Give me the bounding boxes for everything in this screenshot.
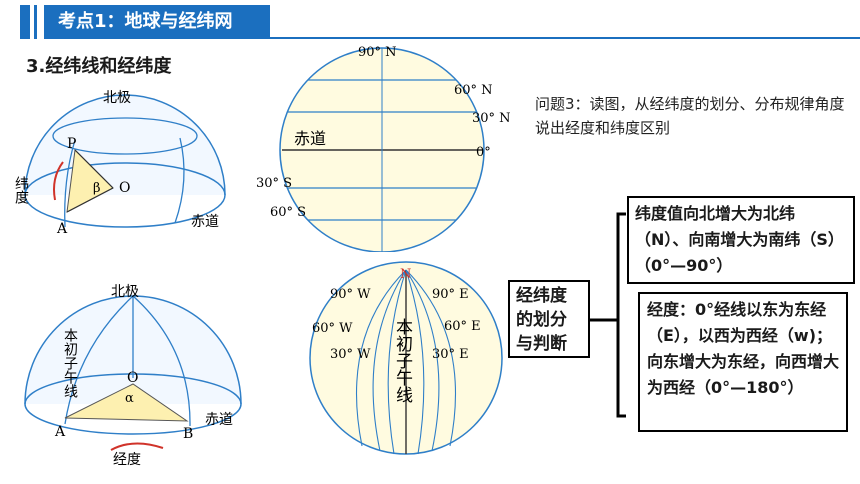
lon-90w-label: 90° W	[330, 287, 371, 302]
section-heading: 3.经纬线和经纬度	[26, 56, 172, 77]
latitude-label: 纬度	[15, 176, 29, 204]
page-title: 考点1：地球与经纬网	[44, 5, 270, 39]
title-bar: 考点1：地球与经纬网	[0, 5, 860, 39]
latitude-globe-figure: 90° N 60° N 30° N 0° 赤道 30° S 60° S	[256, 45, 510, 252]
longitude-globe-figure: N 90° W 60° W 30° W 90° E 60° E 30° E 本初…	[309, 261, 503, 455]
lon-equator-label: 赤道	[205, 412, 233, 428]
lat-30s-label: 30° S	[256, 176, 292, 191]
lon-north-pole-label: 北极	[111, 284, 139, 300]
lon-30e-label: 30° E	[432, 347, 469, 362]
bracket-connector	[590, 212, 626, 418]
title-accent-bar	[20, 5, 30, 39]
lon-point-b-label: B	[183, 426, 193, 442]
beta-label: β	[93, 181, 101, 196]
globe-equator-label: 赤道	[294, 129, 326, 148]
title-underline	[270, 37, 860, 39]
lat-60s-label: 60° S	[270, 205, 306, 220]
longitude-rule-box: 经度：0°经线以东为东经（E），以西为西经（w)；向东增大为东经，向西增大为西经…	[638, 292, 848, 432]
latitude-rule-box: 纬度值向北增大为北纬（N）、向南增大为南纬（S）（0°—90°）	[627, 196, 855, 284]
lon-60w-label: 60° W	[312, 321, 353, 336]
judge-box: 经纬度的划分与判断	[508, 280, 590, 358]
longitude-label: 经度	[113, 452, 141, 468]
lon-center-o-label: O	[127, 370, 138, 386]
lon-60e-label: 60° E	[444, 319, 481, 334]
title-accent-bar-thin	[34, 5, 37, 39]
latitude-hemisphere-figure: 北极 P O β 纬度 A 赤道	[15, 90, 226, 237]
longitude-hemisphere-figure: 北极 本初子午线 O α A B 赤道 经度	[24, 284, 242, 468]
alpha-label: α	[125, 391, 134, 406]
lat-60n-label: 60° N	[454, 83, 493, 98]
lon-30w-label: 30° W	[330, 347, 371, 362]
lon-prime-meridian-label: 本初子午线	[62, 328, 78, 398]
point-p-label: P	[67, 136, 76, 152]
north-pole-label: 北极	[103, 90, 131, 106]
lon-90e-label: 90° E	[432, 287, 469, 302]
question-text: 问题3：读图，从经纬度的划分、分布规律角度说出经度和纬度区别	[535, 95, 845, 137]
globe-prime-meridian-label: 本初子午线	[392, 318, 413, 403]
center-o-label: O	[119, 180, 130, 196]
lat-0-label: 0°	[476, 145, 491, 160]
north-n-label: N	[400, 267, 411, 282]
point-a-label: A	[56, 221, 68, 237]
lat-90n-label: 90° N	[358, 45, 397, 60]
lon-point-a-label: A	[54, 424, 66, 440]
lat-30n-label: 30° N	[472, 111, 510, 126]
equator-label: 赤道	[191, 214, 219, 230]
